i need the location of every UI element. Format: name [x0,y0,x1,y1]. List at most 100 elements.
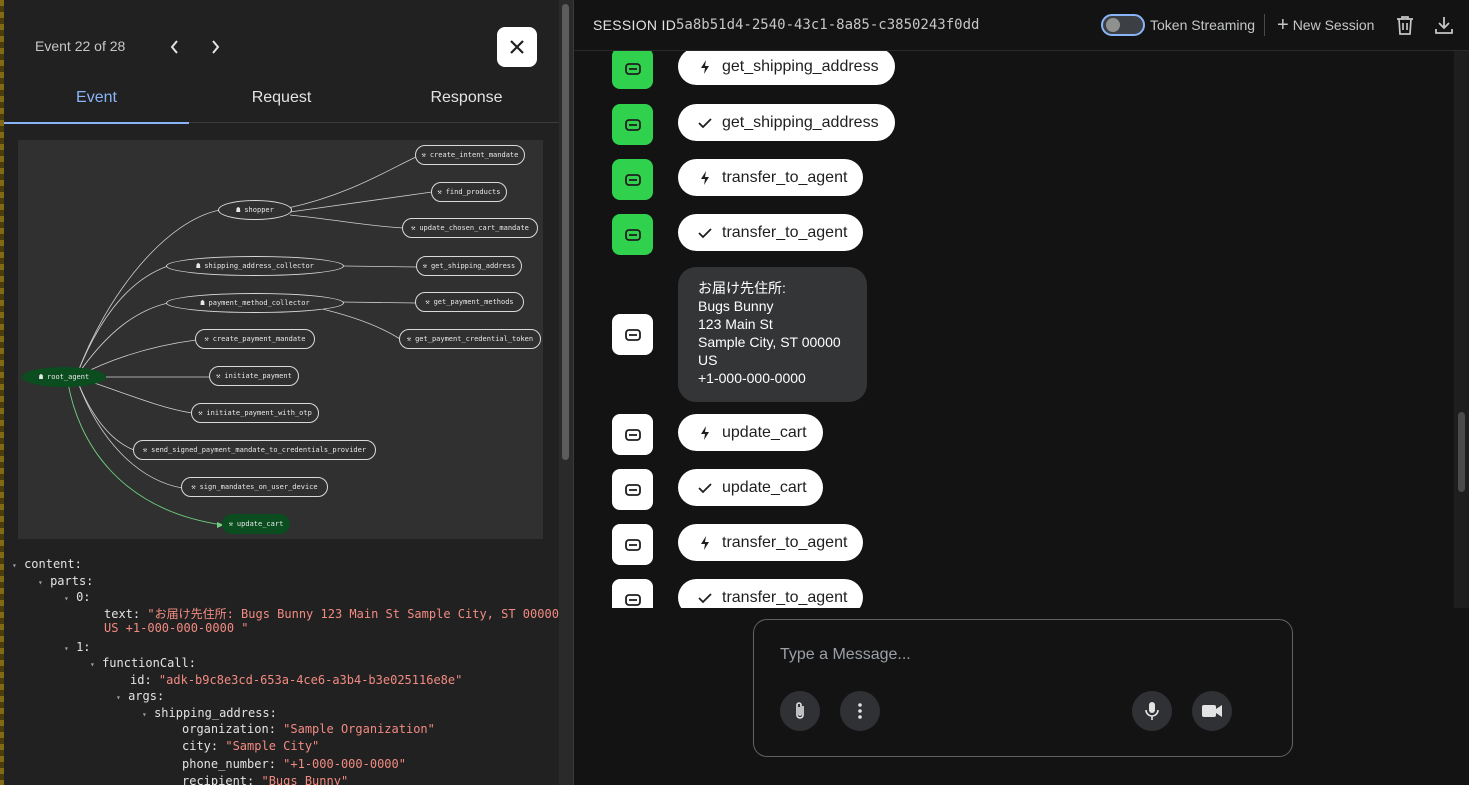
graph-node-sign-mandates-on-user-device[interactable]: ⚒sign_mandates_on_user_device [181,477,328,497]
robot-icon: ☗ [200,299,205,307]
bolt-icon [696,425,714,440]
edge-shopper-update-chosen [289,214,404,229]
tree-row-part-1[interactable]: ▾ 1: [64,640,91,654]
agent-avatar[interactable] [612,414,653,455]
chat-panel: SESSION ID 5a8b51d4-2540-43c1-8a85-c3850… [574,0,1469,785]
message-input[interactable] [778,642,1262,668]
graph-node-send-signed-payment-mandate[interactable]: ⚒send_signed_payment_mandate_to_credenti… [133,440,376,460]
arrow-update-cart [217,522,224,528]
more-vert-icon [858,703,862,719]
tree-row-part-0[interactable]: ▾ 0: [64,590,91,604]
new-session-button[interactable]: + New Session [1277,14,1374,36]
agent-avatar[interactable] [612,524,653,565]
token-streaming-toggle[interactable] [1101,14,1145,36]
edge-root-shipping [75,265,169,378]
wrench-icon: ⚒ [437,188,442,196]
caret-down-icon: ▾ [64,644,69,653]
videocam-icon [1202,705,1222,717]
agent-text-message[interactable]: お届け先住所: Bugs Bunny 123 Main St Sample Ci… [678,267,867,402]
graph-node-root-agent[interactable]: ☗root_agent [22,367,106,387]
wrench-icon: ⚒ [421,151,426,159]
function-result-pill[interactable]: transfer_to_agent [678,214,864,251]
graph-node-shipping-address-collector[interactable]: ☗shipping_address_collector [166,256,344,276]
next-event-button[interactable] [205,36,225,58]
caret-down-icon: ▾ [64,594,69,603]
wrench-icon: ⚒ [406,335,412,343]
new-session-label: New Session [1292,17,1375,33]
agent-avatar[interactable] [612,579,653,608]
tab-response[interactable]: Response [430,89,503,106]
scrollbar-thumb[interactable] [1458,412,1465,492]
edge-shipping-get [342,265,418,268]
video-button[interactable] [1192,691,1232,731]
graph-node-find-products[interactable]: ⚒find_products [431,182,507,202]
tree-row-text: text: "お届け先住所: Bugs Bunny 123 Main St Sa… [104,607,559,621]
tree-row-parts[interactable]: ▾ parts: [38,574,94,588]
prev-event-button[interactable] [165,36,185,58]
function-call-pill[interactable]: transfer_to_agent [678,159,864,196]
graph-node-payment-method-collector[interactable]: ☗payment_method_collector [166,293,344,313]
agent-avatar[interactable] [612,214,653,255]
graph-node-create-intent-mandate[interactable]: ⚒create_intent_mandate [415,145,525,165]
plus-icon: + [1277,14,1289,36]
tree-row-content[interactable]: ▾ content: [12,557,82,571]
check-icon [696,117,714,129]
event-navigation: Event 22 of 28 [4,0,559,90]
graph-node-shopper[interactable]: ☗shopper [218,200,292,220]
message-composer [753,619,1293,757]
robot-icon: ☗ [196,262,201,270]
attach-button[interactable] [780,691,820,731]
tree-row-args[interactable]: ▾ args: [116,689,165,703]
function-call-pill[interactable]: transfer_to_agent [678,524,864,561]
robot-icon [624,428,641,441]
edge-shopper-intent [287,156,417,209]
microphone-button[interactable] [1132,691,1172,731]
function-call-pill[interactable]: update_cart [678,414,823,451]
agent-avatar[interactable] [612,104,653,145]
graph-node-initiate-payment[interactable]: ⚒initiate_payment [209,366,299,386]
agent-avatar[interactable] [612,159,653,200]
graph-node-update-chosen-cart-mandate[interactable]: ⚒update_chosen_cart_mandate [402,218,538,238]
function-result-pill[interactable]: transfer_to_agent [678,579,864,608]
scrollbar-thumb[interactable] [562,4,569,460]
robot-icon [624,173,641,186]
graph-edges [67,156,433,528]
agent-avatar[interactable] [612,51,653,89]
robot-icon [624,328,641,341]
caret-down-icon: ▾ [142,710,147,719]
function-result-pill[interactable]: get_shipping_address [678,104,895,141]
caret-down-icon: ▾ [12,561,17,570]
graph-node-initiate-payment-with-otp[interactable]: ⚒initiate_payment_with_otp [191,403,319,423]
bolt-icon [696,535,714,550]
edge-root-sign-mandates [75,376,183,489]
graph-node-get-shipping-address[interactable]: ⚒get_shipping_address [416,256,522,276]
close-panel-button[interactable] [497,27,537,67]
chat-scrollbar[interactable] [1454,51,1469,608]
paperclip-icon [796,702,804,719]
tab-request[interactable]: Request [251,89,312,106]
wrench-icon: ⚒ [422,262,427,270]
more-options-button[interactable] [840,691,880,731]
tree-row-function-call[interactable]: ▾ functionCall: [90,656,196,670]
agent-avatar[interactable] [612,314,653,355]
detail-panel-scrollbar[interactable] [559,0,574,785]
wrench-icon: ⚒ [142,446,148,454]
edge-root-payment [75,302,169,378]
function-call-pill[interactable]: get_shipping_address [678,51,895,85]
edge-root-shopper [75,209,221,378]
graph-node-get-payment-methods[interactable]: ⚒get_payment_methods [415,292,524,312]
bolt-icon [696,59,714,74]
agent-avatar[interactable] [612,469,653,510]
delete-session-button[interactable] [1394,14,1416,36]
tree-row-id: id: "adk-b9c8e3cd-653a-4ce6-a3b4-b3e0251… [130,673,463,687]
graph-node-get-payment-credential-token[interactable]: ⚒get_payment_credential_token [399,329,541,349]
tree-row-shipping-address[interactable]: ▾ shipping_address: [142,706,277,720]
graph-node-update-cart[interactable]: ⚒update_cart [222,514,290,534]
function-result-pill[interactable]: update_cart [678,469,823,506]
graph-node-create-payment-mandate[interactable]: ⚒create_payment_mandate [195,329,315,349]
detail-tabs: Event Request Response [4,78,559,124]
wrench-icon: ⚒ [191,483,196,491]
download-button[interactable] [1433,14,1455,36]
tab-event[interactable]: Event [4,78,189,124]
tree-row-phone: phone_number: "+1-000-000-0000" [182,757,406,771]
